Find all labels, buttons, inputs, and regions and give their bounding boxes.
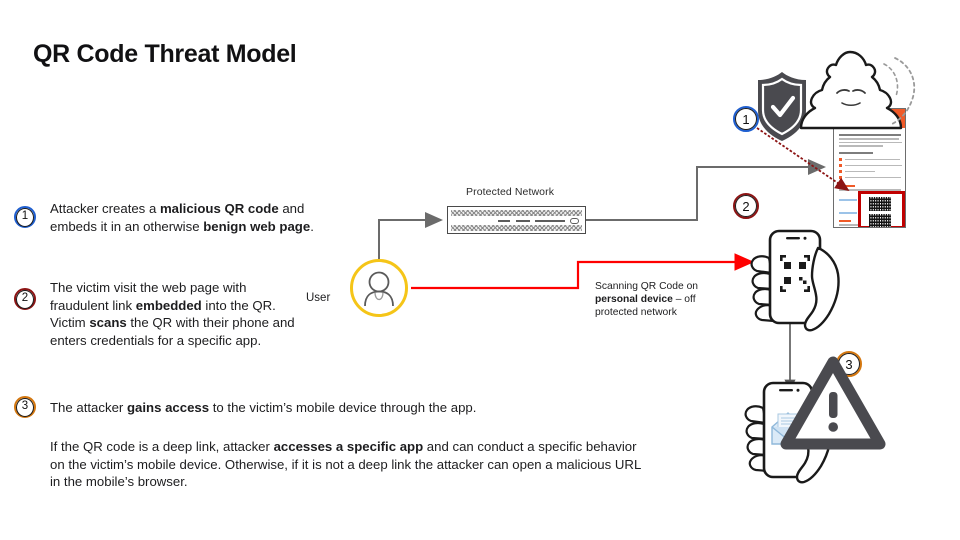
diagram-marker-3: 3 (836, 351, 862, 377)
diagram-marker-3-label: 3 (838, 353, 860, 375)
firewall-dash-2 (516, 220, 530, 222)
web-page-text-line (845, 164, 902, 166)
diagram-marker-1-label: 1 (735, 108, 757, 130)
web-page-link (839, 199, 857, 201)
hand-holding-phone-email (744, 381, 832, 484)
web-page-text-line (845, 158, 900, 160)
web-page-link (839, 212, 857, 214)
qr-code-image (869, 197, 891, 211)
web-page-bullet (839, 170, 842, 173)
user-label: User (306, 292, 331, 304)
firewall-dash-1 (498, 220, 510, 222)
warning-triangle-icon (780, 356, 886, 450)
web-page-text-line (845, 176, 901, 178)
web-page-text-line (839, 138, 899, 140)
web-page-section-title (839, 185, 855, 187)
email-icon (771, 412, 805, 445)
web-page-text-line (839, 189, 901, 191)
malicious-web-page (833, 108, 906, 228)
firewall-dash-3 (535, 220, 565, 222)
step-text-2: The victim visit the web page with fraud… (50, 280, 295, 348)
step-marker-2-label: 2 (16, 289, 34, 309)
web-page-text-line (839, 141, 902, 143)
firewall-led (570, 218, 579, 224)
step-marker-1-label: 1 (16, 207, 34, 227)
step-text-1: Attacker creates a malicious QR code and… (50, 201, 314, 234)
closing-paragraph: If the QR code is a deep link, attacker … (50, 439, 641, 490)
connector-firewall-to-webpage (586, 159, 826, 221)
web-page-bullet (839, 176, 842, 179)
web-page-bullet (839, 158, 842, 161)
web-page-text-line (839, 145, 883, 147)
web-page-banner (834, 109, 905, 128)
scan-annotation: Scanning QR Code on personal device – of… (595, 281, 699, 319)
web-page-text-line (845, 170, 875, 172)
step-marker-2: 2 (14, 288, 36, 310)
step-marker-1: 1 (14, 206, 36, 228)
qr-code-image (869, 214, 891, 227)
step-marker-3: 3 (14, 396, 36, 418)
web-page-heading-line (839, 134, 901, 136)
diagram-marker-2-label: 2 (735, 195, 757, 217)
page-title: QR Code Threat Model (33, 40, 297, 68)
firewall-bottom-band (451, 224, 582, 231)
qr-highlight-box (858, 191, 905, 227)
diagram-marker-2: 2 (733, 193, 759, 219)
web-page-text-line (839, 152, 873, 154)
diagram-marker-1: 1 (733, 106, 759, 132)
firewall-icon (447, 206, 586, 234)
user-avatar-icon (364, 271, 394, 307)
network-label: Protected Network (466, 186, 555, 198)
web-page-section-title (839, 220, 851, 222)
shield-check-icon (758, 72, 806, 141)
step-text-3: The attacker gains access to the victim’… (50, 400, 477, 415)
hand-holding-phone-scanning-qr (750, 229, 840, 332)
connector-user-to-firewall (378, 212, 443, 259)
step-marker-3-label: 3 (16, 397, 34, 417)
firewall-top-band (451, 209, 582, 216)
web-page-bullet (839, 164, 842, 167)
user-avatar (350, 259, 408, 317)
